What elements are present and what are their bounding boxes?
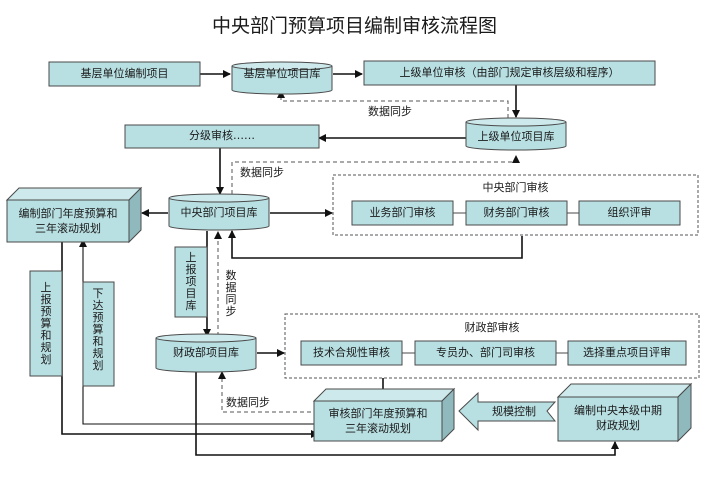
upper-db-cylinder[interactable] — [465, 117, 567, 151]
issue-budget-vbox — [82, 281, 115, 387]
midterm-plan-3d-box[interactable] — [556, 382, 693, 443]
central-review-group — [332, 174, 699, 236]
data-sync-label-3: 数据同步 — [226, 396, 270, 409]
issue-budget-vlabel: 下达预算和规划 — [92, 287, 104, 372]
data-sync-vlabel: 数据同步 — [225, 269, 237, 318]
report-budget-vbox — [29, 270, 63, 377]
grassroots-db-label: 基层单位项目库 — [243, 67, 321, 80]
tiered-review-label: 分级审核…… — [189, 129, 255, 142]
mof-review-title: 财政部审核 — [464, 321, 520, 334]
central-review-item-3-label: 组织评审 — [607, 206, 652, 219]
central-review-item-1[interactable] — [351, 200, 454, 226]
upper-db-label: 上级单位项目库 — [477, 130, 555, 143]
mof-review-item-1[interactable] — [300, 340, 403, 366]
report-budget-vlabel: 上报预算和规划 — [40, 281, 52, 366]
edge-sync-central-to-upper — [231, 155, 520, 194]
mof-review-item-2[interactable] — [414, 340, 557, 366]
edge-sync-upper-to-grassroots — [277, 90, 509, 118]
edge-finance-db-to-midterm-plan — [195, 371, 619, 456]
upper-review-box[interactable] — [363, 60, 656, 86]
dept-compile-label-line2: 三年滚动规划 — [35, 222, 101, 235]
upper-review-label: 上级单位审核（由部门规定审核层级和程序） — [399, 66, 620, 79]
mof-review-group — [284, 313, 700, 379]
report-projects-vbox — [174, 246, 208, 318]
edge-central-review-back-to-central-db — [228, 230, 523, 259]
central-review-item-2-label: 财务部门审核 — [483, 206, 550, 219]
tiered-review-box[interactable] — [124, 124, 320, 149]
data-sync-label-2: 数据同步 — [240, 166, 284, 179]
page-title: 中央部门预算项目编制审核流程图 — [211, 15, 497, 37]
scale-control-arrow — [458, 391, 557, 432]
central-db-label: 中央部门项目库 — [180, 206, 258, 219]
grassroots-db-cylinder[interactable] — [231, 61, 333, 95]
central-review-item-3[interactable] — [578, 200, 681, 226]
mof-review-item-2-label: 专员办、部门司审核 — [436, 346, 535, 359]
review-budget-label-line1: 审核部门年度预算和 — [328, 407, 428, 420]
mof-review-item-1-label: 技术合规性审核 — [313, 346, 390, 359]
central-review-item-1-label: 业务部门审核 — [369, 206, 436, 219]
central-review-item-2[interactable] — [465, 200, 568, 226]
central-db-cylinder[interactable] — [168, 193, 270, 231]
dept-compile-3d-box[interactable] — [5, 186, 143, 244]
finance-db-cylinder[interactable] — [155, 333, 257, 373]
mof-review-item-3-label: 选择重点项目评审 — [583, 346, 671, 359]
scale-control-label: 规模控制 — [492, 405, 536, 418]
midterm-plan-label-line2: 财政规划 — [596, 419, 640, 432]
report-projects-vlabel: 上报项目库 — [185, 251, 197, 312]
mof-review-item-3[interactable] — [567, 340, 687, 366]
finance-db-label: 财政部项目库 — [173, 346, 239, 359]
central-review-title: 中央部门审核 — [482, 181, 549, 194]
edge-sync-review-to-finance — [218, 371, 318, 413]
review-budget-3d-box[interactable] — [312, 387, 456, 443]
midterm-plan-label-line1: 编制中央本级中期 — [574, 404, 662, 417]
dept-compile-label-line1: 编制部门年度预算和 — [18, 207, 118, 220]
grassroots-compile-label: 基层单位编制项目 — [80, 67, 169, 80]
review-budget-label-line2: 三年滚动规划 — [345, 422, 411, 435]
grassroots-compile-box[interactable] — [48, 61, 201, 87]
data-sync-label-1: 数据同步 — [368, 105, 412, 118]
